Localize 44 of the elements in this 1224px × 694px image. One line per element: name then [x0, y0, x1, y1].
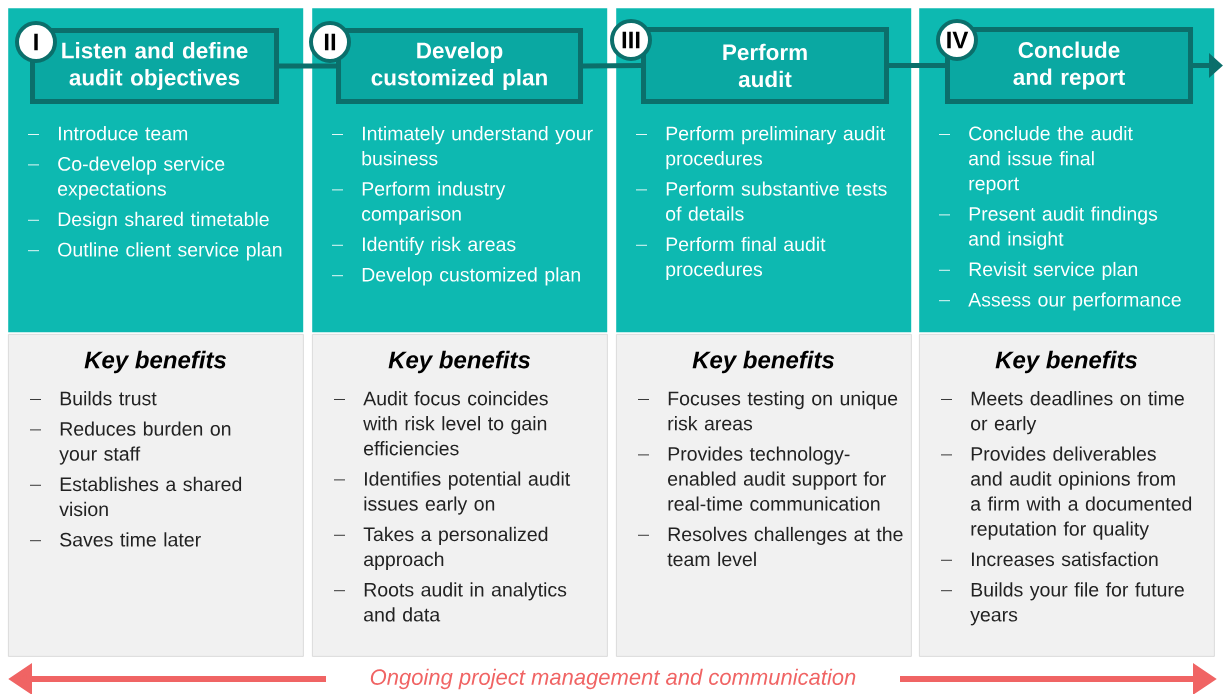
bullet-item: Provides deliverables and audit opinions from a firm with a documented reputation for quality	[940, 446, 1192, 540]
panel-heading: Key benefits	[388, 350, 530, 374]
bullet-item: Develop customized plan	[331, 267, 580, 286]
bullet-item: Revisit service plan	[938, 261, 1138, 281]
bullet-item: Increases satisfaction	[940, 551, 1158, 567]
bullet-item: Meets deadlines on time or early	[940, 391, 1184, 435]
arrow-label: Ongoing project management and communication	[370, 668, 856, 690]
bullet-item: Reduces burden on your staff	[29, 421, 231, 465]
bullet-item: Builds your file for future years	[940, 582, 1184, 626]
benefits-panel	[8, 334, 304, 657]
panel-heading: Key benefits	[995, 350, 1137, 374]
bullet-item: Establishes a shared vision	[29, 476, 242, 517]
panel-heading: Key benefits	[84, 350, 226, 374]
panel-heading: Key benefits	[692, 350, 834, 374]
bullet-item: Takes a personalized approach	[333, 526, 548, 571]
connector	[279, 63, 336, 69]
bullet-item: Identifies potential audit issues early on	[333, 471, 571, 515]
bullet-item: Design shared timetable	[27, 211, 269, 231]
bullet-item: Present audit findings and insight	[938, 206, 1158, 250]
step-header-box: Develop customized plan	[336, 28, 583, 104]
connector	[889, 63, 945, 68]
bullet-item: Builds trust	[29, 391, 157, 406]
benefits-panel	[616, 334, 912, 657]
step-header-box: Perform audit	[641, 27, 889, 104]
bullet-item: Identify risk areas	[331, 236, 516, 256]
benefits-panel	[312, 334, 608, 657]
bullet-item: Assess our performance	[938, 292, 1181, 311]
benefits-panel	[919, 334, 1215, 657]
bullet-item: Co-develop service expectations	[27, 156, 225, 200]
bullet-item: Focuses testing on unique risk areas	[637, 391, 898, 431]
bullet-item: Roots audit in analytics and data	[333, 582, 567, 622]
bullet-item: Outline client service plan	[27, 242, 282, 261]
bullet-item: Perform industry comparison	[331, 181, 506, 225]
bullet-item: Perform preliminary audit procedures	[635, 126, 885, 170]
connector	[583, 63, 641, 69]
bullet-item: Intimately understand your business	[331, 126, 593, 166]
bullet-item: Resolves challenges at the team level	[637, 526, 903, 567]
bullet-item: Conclude the audit and issue final report	[938, 126, 1133, 195]
bullet-item: Perform final audit procedures	[635, 236, 826, 281]
bullet-item: Perform substantive tests of details	[635, 181, 887, 221]
bullet-item: Saves time later	[29, 532, 201, 547]
bullet-item: Audit focus coincides with risk level to gain efficiencies	[333, 391, 548, 456]
bullet-item: Introduce team	[27, 126, 188, 141]
bullet-item: Provides technology-enabled audit support for real-time communication	[637, 446, 886, 511]
